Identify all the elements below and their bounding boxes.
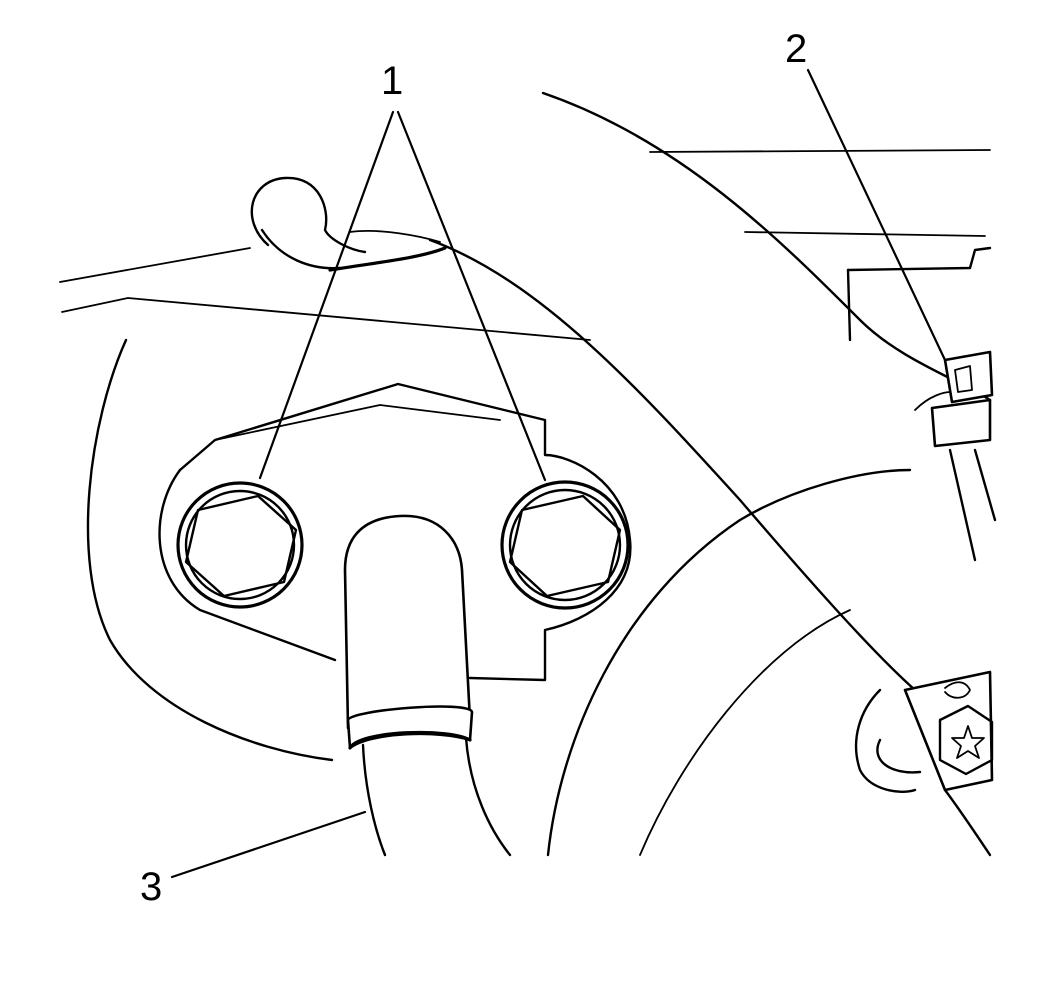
lower-right-fastener [854, 670, 994, 857]
right-bolt [500, 480, 630, 610]
torx-bolt-icon [951, 725, 985, 759]
leader-line-1b [396, 110, 547, 482]
hex-bolt-icon [938, 704, 994, 776]
callout-3: 3 [140, 865, 162, 909]
leader-line-3 [170, 810, 367, 879]
upper-bracket-hook [250, 176, 447, 272]
callout-labels: 1 2 3 [140, 27, 807, 909]
left-bolt [176, 481, 304, 609]
hex-bolt-icon [508, 494, 622, 598]
hex-bolt-icon [184, 494, 298, 598]
background-structure [59, 91, 992, 857]
callout-1: 1 [381, 59, 403, 103]
mounting-flange [158, 382, 632, 682]
connector-sensor [846, 246, 997, 562]
leader-line-2 [806, 68, 947, 362]
leader-line-1a [258, 110, 395, 480]
pipe-hose [343, 514, 512, 857]
leader-lines [170, 68, 947, 879]
callout-2: 2 [785, 27, 807, 71]
